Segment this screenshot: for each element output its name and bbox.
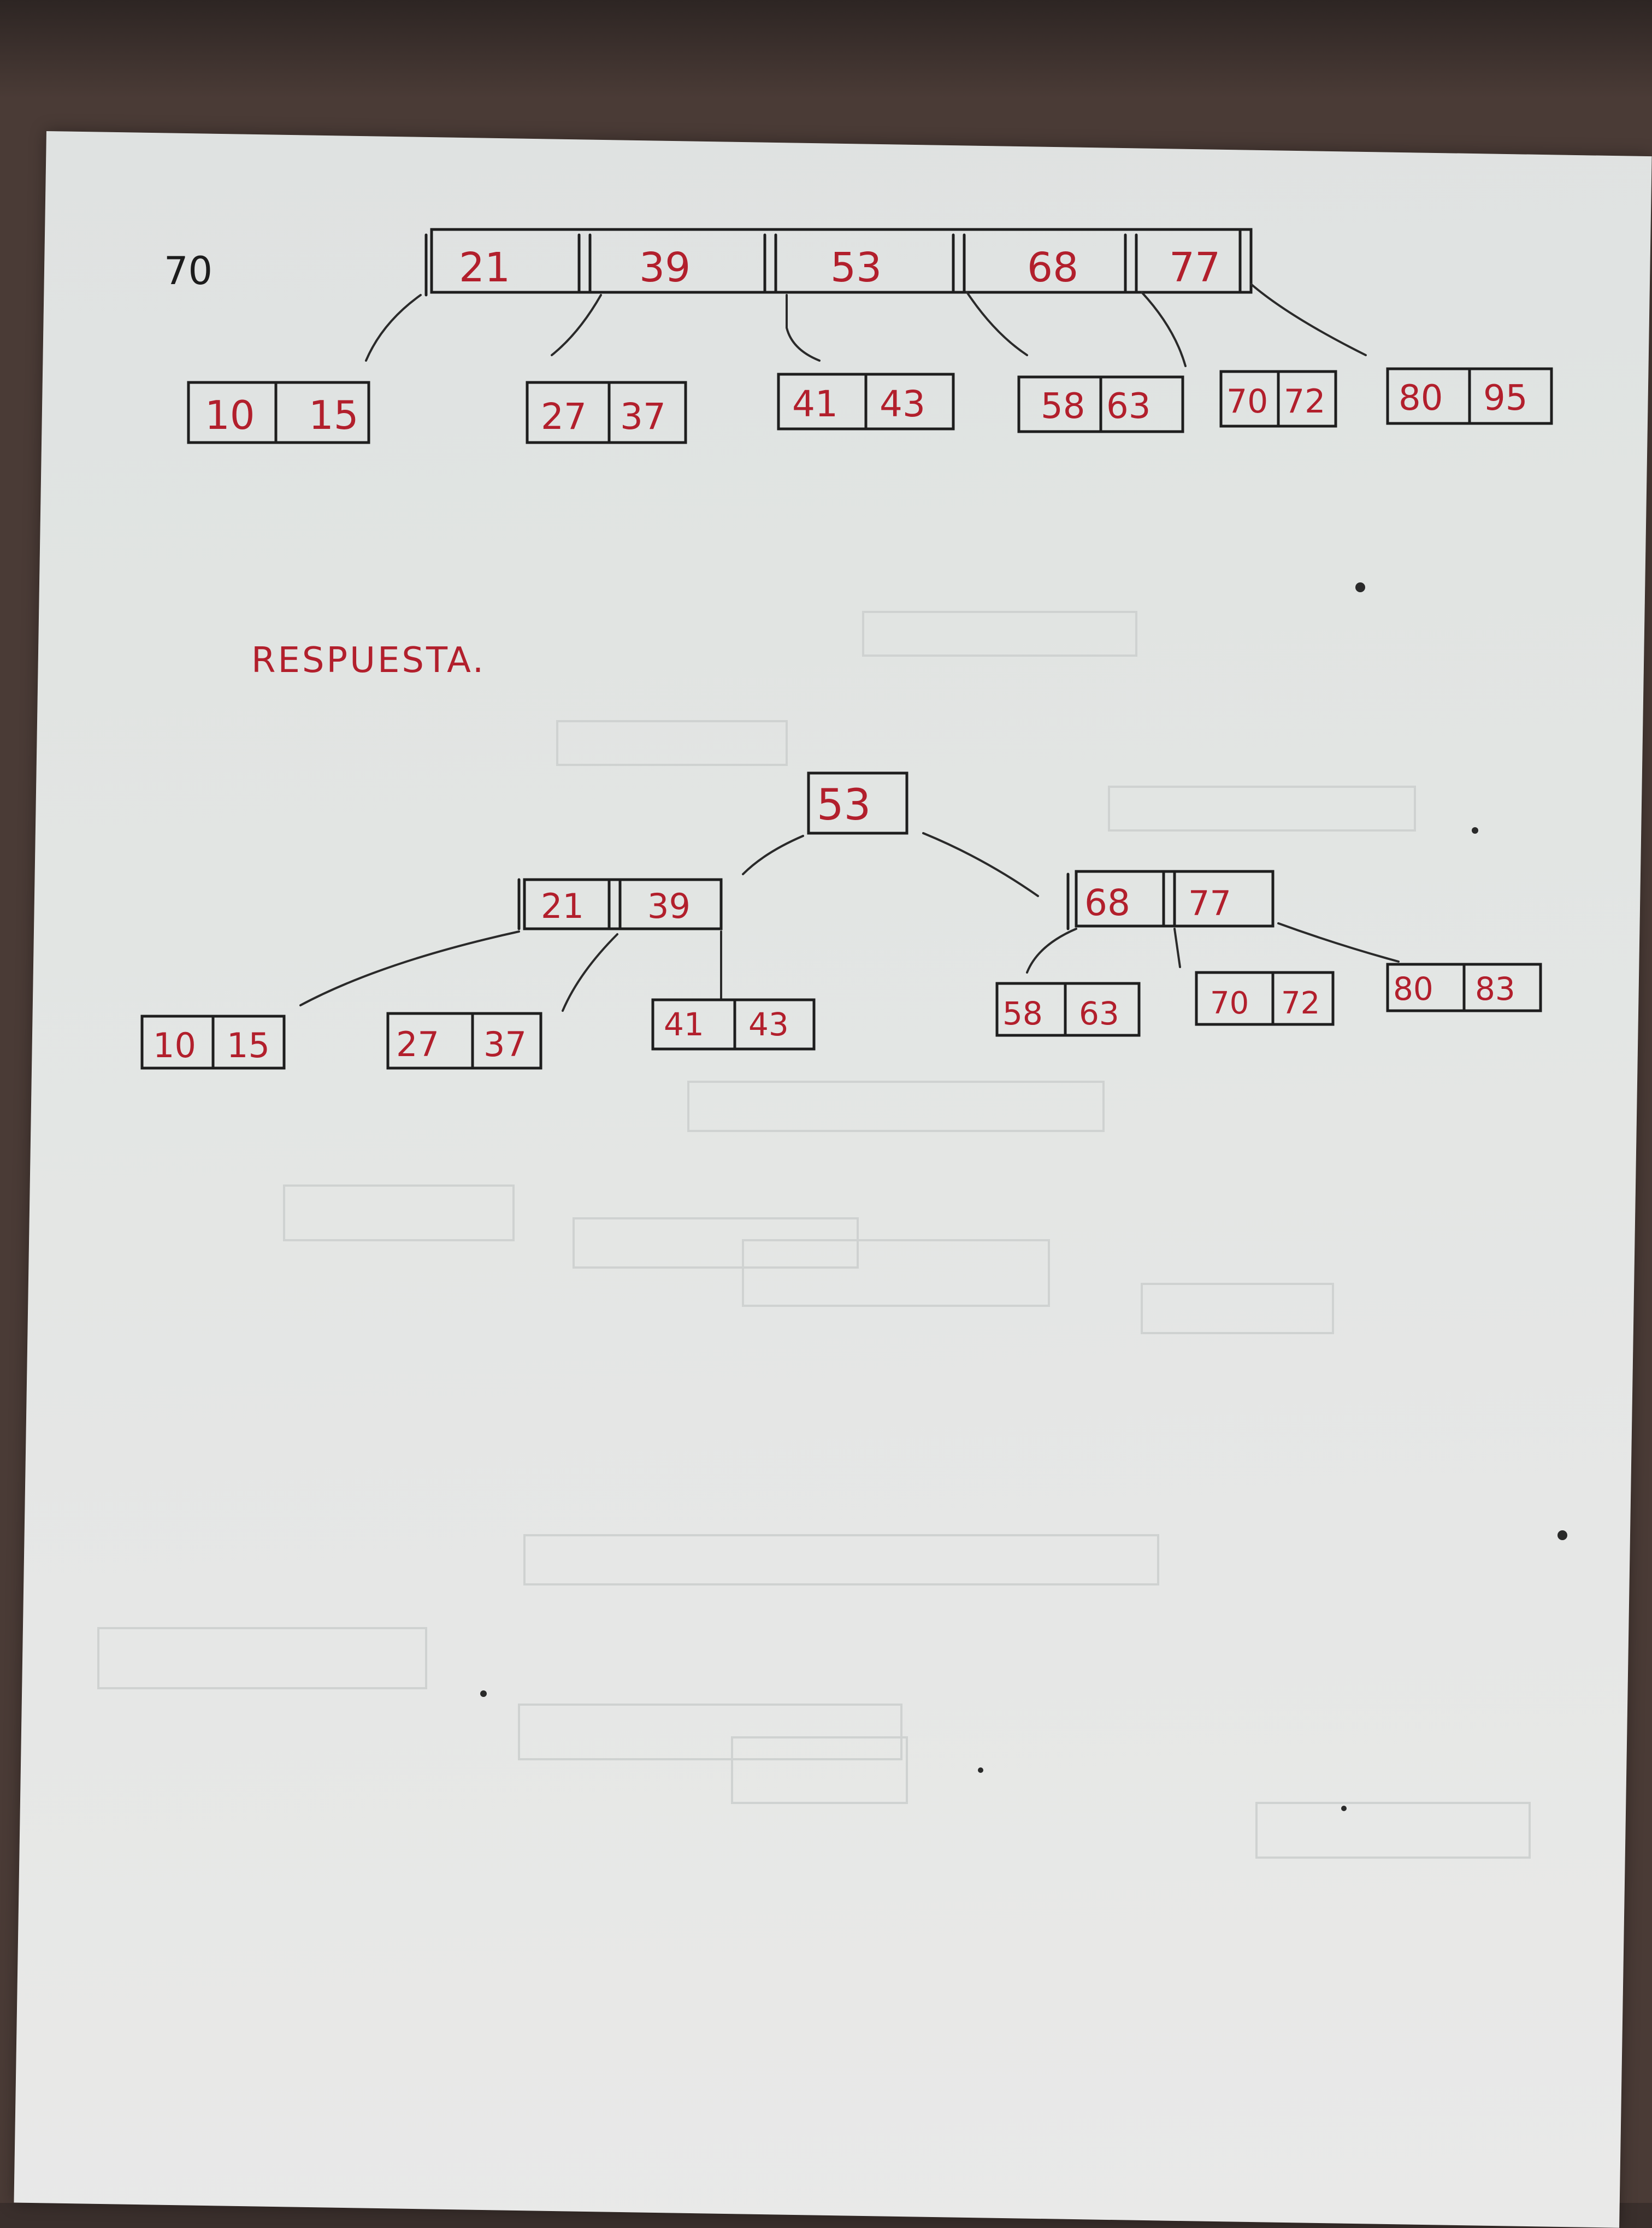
answer-heading: RESPUESTA. xyxy=(251,640,486,681)
leaf-key: 72 xyxy=(1281,986,1320,1021)
leaf-key: 10 xyxy=(153,1025,196,1065)
leaf-key: 70 xyxy=(1226,382,1268,421)
original-leaves: 10 15 27 37 41 43 58 63 70 72 xyxy=(187,367,1553,444)
leaf-key: 80 xyxy=(1393,970,1433,1007)
leaf-key: 27 xyxy=(541,396,587,438)
answer-root-key: 53 xyxy=(817,781,871,830)
leaf-key: 58 xyxy=(1002,995,1043,1032)
leaf-key: 95 xyxy=(1483,378,1527,419)
leaf-key: 70 xyxy=(1210,986,1249,1021)
leaf-key: 27 xyxy=(396,1024,439,1064)
bleed-through-marks xyxy=(97,611,1531,1859)
answer-root-node: 53 xyxy=(807,771,908,835)
leaf-key: 41 xyxy=(792,383,838,425)
leaf-key: 41 xyxy=(664,1006,704,1043)
edge xyxy=(365,294,422,362)
edge xyxy=(1141,291,1187,367)
leaf-node: 80 83 xyxy=(1386,963,1542,1012)
edge xyxy=(1173,928,1181,968)
leaf-node: 10 15 xyxy=(140,1015,286,1070)
internal-key: 39 xyxy=(647,886,691,926)
root-key: 68 xyxy=(1027,244,1078,291)
root-key: 21 xyxy=(459,244,510,291)
original-edges xyxy=(365,283,1367,367)
root-key: 53 xyxy=(830,244,882,291)
edge xyxy=(742,835,804,875)
internal-key: 77 xyxy=(1188,883,1231,923)
edge xyxy=(966,291,1028,356)
leaf-node: 58 63 xyxy=(1017,375,1184,433)
original-root-node: 21 39 53 68 77 xyxy=(424,228,1253,297)
leaf-node: 70 72 xyxy=(1219,370,1337,428)
leaf-key: 58 xyxy=(1041,386,1085,427)
root-key: 77 xyxy=(1169,244,1220,291)
internal-key: 21 xyxy=(541,886,584,926)
leaf-node: 41 43 xyxy=(777,373,955,431)
leaf-node: 58 63 xyxy=(995,982,1141,1037)
edge xyxy=(551,294,602,356)
leaf-key: 15 xyxy=(227,1025,270,1065)
answer-internal-left-node: 21 39 xyxy=(517,878,723,930)
leaf-key: 37 xyxy=(620,396,666,438)
leaf-node: 27 37 xyxy=(386,1012,542,1070)
answer-leaves: 10 15 27 37 41 43 58 63 70 72 xyxy=(140,963,1542,1070)
leaf-node: 70 72 xyxy=(1195,971,1335,1026)
leaf-node: 10 15 xyxy=(187,381,370,444)
edge xyxy=(299,930,520,1006)
leaf-node: 41 43 xyxy=(651,998,816,1051)
leaf-key: 63 xyxy=(1079,995,1119,1032)
edge xyxy=(562,933,618,1012)
root-key: 39 xyxy=(639,244,691,291)
answer-internal-right-node: 68 77 xyxy=(1066,870,1275,930)
edge xyxy=(1250,283,1367,356)
leaf-node: 80 95 xyxy=(1386,367,1553,425)
leaf-key: 37 xyxy=(483,1024,527,1064)
edge xyxy=(1026,928,1077,974)
leaf-key: 72 xyxy=(1284,382,1325,421)
edge xyxy=(1277,922,1400,963)
leaf-key: 63 xyxy=(1106,386,1150,427)
leaf-key: 43 xyxy=(748,1006,789,1043)
edge xyxy=(786,294,821,362)
edge xyxy=(922,832,1039,897)
leaf-key: 10 xyxy=(205,392,255,438)
stray-ink-dots xyxy=(480,582,1567,1811)
leaf-key: 83 xyxy=(1475,970,1515,1007)
leaf-key: 43 xyxy=(880,383,925,425)
leaf-node: 27 37 xyxy=(526,381,687,444)
internal-key: 68 xyxy=(1084,882,1130,924)
leaf-key: 15 xyxy=(309,392,359,438)
question-number: 70 xyxy=(164,249,213,293)
leaf-key: 80 xyxy=(1399,378,1443,419)
answer-edges xyxy=(299,832,1400,1012)
